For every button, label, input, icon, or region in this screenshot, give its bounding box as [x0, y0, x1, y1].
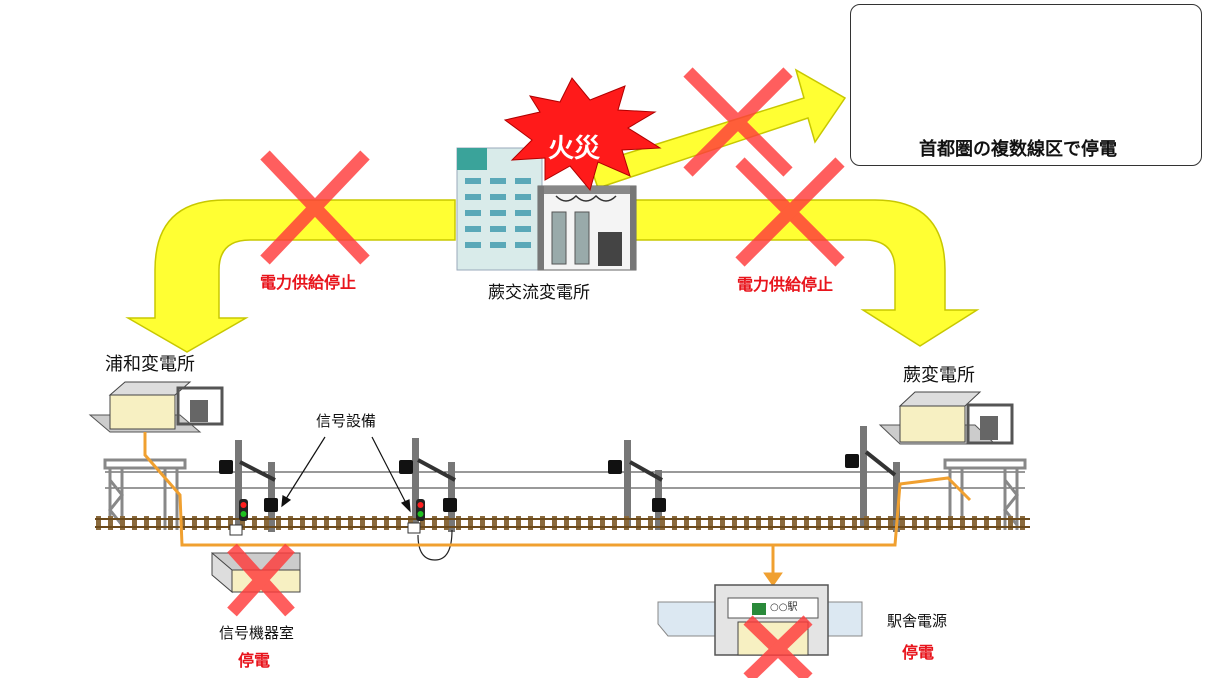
- urawa-substation-icon: [88, 381, 224, 433]
- station-power-status: 停電: [902, 643, 935, 662]
- metro-outage-label: 首都圏の複数線区で停電: [919, 139, 1117, 160]
- central-substation-label: 蕨交流変電所: [488, 283, 590, 303]
- cross-right-supply-icon: [735, 157, 845, 267]
- fire-label: 火災: [548, 134, 601, 164]
- overhead-wires: [105, 471, 1025, 489]
- supply-stop-left-label: 電力供給停止: [260, 273, 357, 292]
- signal-equipment-label: 信号設備: [316, 412, 377, 430]
- central-substation: [456, 147, 637, 271]
- station-sign: ○○駅: [770, 602, 798, 613]
- fire-burst-icon: [503, 77, 662, 192]
- warabi-substation-label: 蕨変電所: [903, 365, 975, 386]
- left-power-arrow: [125, 199, 456, 353]
- cantilever-arms: [239, 450, 897, 482]
- cross-metro-supply-icon: [683, 67, 793, 177]
- signal-2: [407, 499, 453, 561]
- signal-1: [229, 499, 248, 536]
- station-building-icon: [657, 584, 863, 656]
- metro-outage-box: [850, 4, 1202, 166]
- railway-track: [95, 516, 1030, 530]
- insulators: [219, 454, 859, 512]
- station-power-label: 駅舎電源: [887, 612, 948, 630]
- cross-station-icon: [743, 615, 813, 678]
- signal-pointer-arrows: [281, 436, 411, 513]
- supply-stop-right-label: 電力供給停止: [737, 275, 834, 294]
- signal-room-status: 停電: [238, 651, 271, 670]
- right-power-arrow: [634, 199, 980, 347]
- metro-power-arrow: [589, 68, 847, 189]
- power-cables: [143, 432, 972, 587]
- cross-left-supply-icon: [260, 150, 370, 265]
- signal-room-label: 信号機器室: [219, 624, 295, 642]
- warabi-substation-icon: [878, 391, 1014, 445]
- cross-signal-room-icon: [227, 543, 295, 617]
- urawa-substation-label: 浦和変電所: [105, 354, 195, 375]
